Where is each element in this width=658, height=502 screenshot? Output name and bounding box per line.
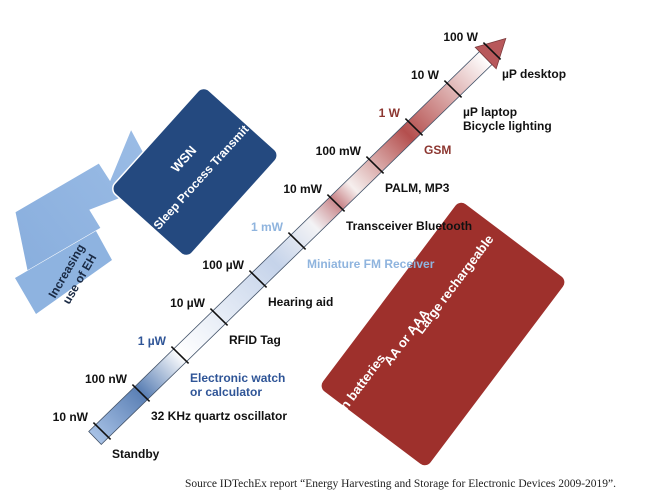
application-label: µP desktop [502,67,566,81]
scale-tick [248,270,268,288]
scale-tick [287,232,307,250]
wsn-box [112,87,278,257]
application-label: Transceiver Bluetooth [346,219,472,233]
application-label: Miniature FM Receiver [307,257,435,271]
application-label: GSM [424,143,451,157]
power-level-label: 100 nW [85,372,128,386]
scale-tick [404,118,424,136]
application-label: µP laptop [463,105,517,119]
application-label: RFID Tag [229,333,281,347]
power-scale-arrow [88,37,507,446]
power-level-label: 1 µW [138,334,167,348]
scale-tick [365,156,385,174]
power-level-label: 10 W [411,68,440,82]
scale-tick [131,384,151,402]
application-label: Hearing aid [268,295,333,309]
application-label: 32 KHz quartz oscillator [151,409,287,423]
application-label: Standby [112,447,160,461]
power-level-label: 100 µW [202,258,244,272]
battery-box [320,201,566,467]
application-label: PALM, MP3 [385,181,450,195]
scale-tick [209,308,229,326]
scale-tick [443,80,463,98]
power-level-label: 10 mW [283,182,322,196]
eh-arrow-body [15,231,112,314]
power-level-label: 10 µW [170,296,206,310]
scale-tick [170,346,190,364]
power-level-label: 100 W [443,30,478,44]
power-level-label: 1 W [379,106,401,120]
source-citation: Source IDTechEx report “Energy Harvestin… [185,478,617,490]
power-level-label: 1 mW [251,220,284,234]
power-level-label: 100 mW [316,144,362,158]
application-label: or calculator [190,385,262,399]
scale-tick [92,422,112,440]
application-label: Electronic watch [190,371,285,385]
scale-tick [326,194,346,212]
application-label: Bicycle lighting [463,119,552,133]
scale-tick [482,42,502,60]
power-level-label: 10 nW [53,410,89,424]
scale-markers: 10 nW Standby 100 nW 32 KHz quartz oscillat… [53,30,566,461]
